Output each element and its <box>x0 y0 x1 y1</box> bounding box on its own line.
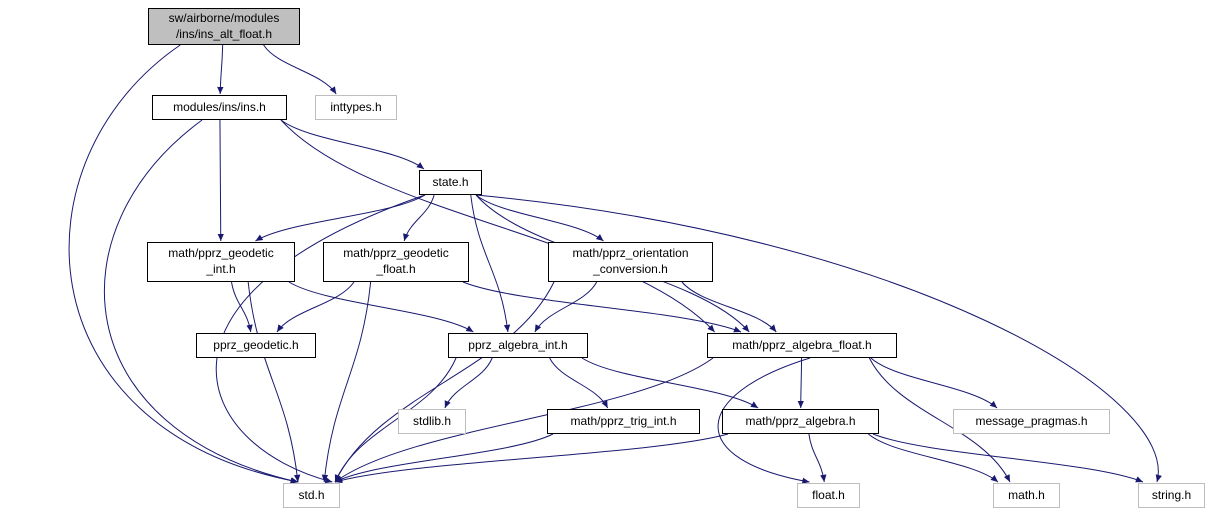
edge-orientation-std <box>334 281 555 483</box>
edge-algebra-std <box>334 433 729 484</box>
graph-node-inttypes: inttypes.h <box>315 95 397 120</box>
edge-algebra_float-algebra <box>797 357 804 409</box>
edge-algebra_float-float <box>717 357 811 484</box>
edge-ins-state <box>280 119 425 170</box>
graph-node-stdlib: stdlib.h <box>398 409 466 434</box>
graph-node-math: math.h <box>993 483 1060 508</box>
graph-node-orientation[interactable]: math/pprz_orientation _conversion.h <box>548 242 713 282</box>
edge-algebra_float-message_pragmas <box>870 357 998 409</box>
graph-node-std: std.h <box>283 483 340 508</box>
edge-ins_alt_float-std <box>68 44 299 484</box>
edge-algebra_int-algebra <box>581 357 759 409</box>
graph-node-pprz_geodetic[interactable]: pprz_geodetic.h <box>196 333 316 358</box>
edge-state-geodetic_float <box>403 194 435 242</box>
graph-node-geodetic_int[interactable]: math/pprz_geodetic _int.h <box>147 242 295 282</box>
graph-node-algebra_int[interactable]: pprz_algebra_int.h <box>448 333 588 358</box>
graph-node-algebra[interactable]: math/pprz_algebra.h <box>722 409 879 434</box>
edge-geodetic_int-std <box>247 281 301 483</box>
graph-node-ins_alt_float: sw/airborne/modules /ins/ins_alt_float.h <box>148 8 300 45</box>
graph-node-geodetic_float[interactable]: math/pprz_geodetic _float.h <box>323 242 469 282</box>
edge-ins_alt_float-inttypes <box>263 44 337 95</box>
graph-node-ins[interactable]: modules/ins/ins.h <box>152 95 287 120</box>
edge-ins-std <box>103 119 298 484</box>
edge-algebra_float-std <box>334 357 714 483</box>
edge-algebra-math <box>867 433 999 483</box>
edge-orientation-algebra_int <box>534 281 598 333</box>
edge-geodetic_float-pprz_geodetic <box>276 281 355 333</box>
edge-trig_int-std <box>334 433 554 483</box>
edge-ins_alt_float-ins <box>217 44 224 95</box>
edge-algebra_float-math <box>868 357 1011 483</box>
edge-ins-geodetic_int <box>217 119 224 242</box>
edge-orientation-algebra_float <box>681 281 777 333</box>
graph-node-state[interactable]: state.h <box>419 170 482 195</box>
edge-algebra-float <box>808 433 827 483</box>
graph-node-float: float.h <box>797 483 860 508</box>
edge-algebra-string <box>872 433 1144 483</box>
edge-algebra_int-stdlib <box>444 357 493 409</box>
graph-node-string: string.h <box>1138 483 1205 508</box>
graph-node-trig_int[interactable]: math/pprz_trig_int.h <box>547 409 700 434</box>
edge-geodetic_int-pprz_geodetic <box>231 281 253 333</box>
edge-geodetic_int-algebra_int <box>288 281 474 333</box>
edge-geodetic_float-algebra_float <box>462 281 742 333</box>
edge-state-orientation <box>475 194 604 242</box>
edge-state-std <box>215 194 426 484</box>
edge-ins-algebra_float <box>280 119 715 333</box>
edge-algebra_int-trig_int <box>549 357 609 409</box>
edge-state-geodetic_int <box>255 194 426 242</box>
edge-state-algebra_int <box>470 194 511 333</box>
edge-geodetic_float-std <box>321 281 372 483</box>
edge-state-string <box>475 194 1162 483</box>
edge-algebra_int-std <box>334 357 457 483</box>
graph-node-message_pragmas: message_pragmas.h <box>953 409 1110 434</box>
graph-node-algebra_float[interactable]: math/pprz_algebra_float.h <box>707 333 897 358</box>
